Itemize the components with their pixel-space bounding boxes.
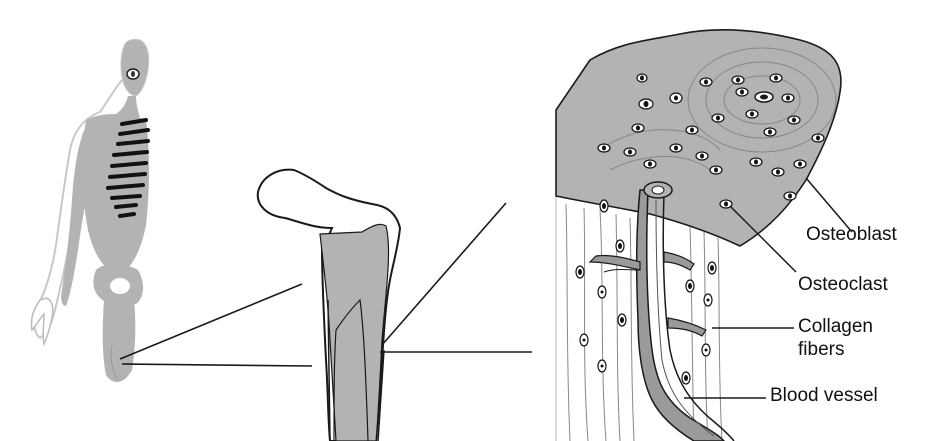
zoom-lines-1 [120, 284, 312, 366]
label-osteoclast: Osteoclast [798, 273, 888, 296]
zoom-lines-2 [380, 203, 532, 352]
label-collagen-line2: fibers [798, 338, 873, 361]
bone-section [556, 30, 841, 441]
label-collagen-fibers: Collagen fibers [798, 315, 873, 361]
femur-bone [258, 170, 400, 441]
label-blood-vessel: Blood vessel [770, 384, 878, 407]
label-osteoblast: Osteoblast [806, 223, 897, 246]
human-figure [31, 39, 149, 382]
label-collagen-line1: Collagen [798, 315, 873, 338]
